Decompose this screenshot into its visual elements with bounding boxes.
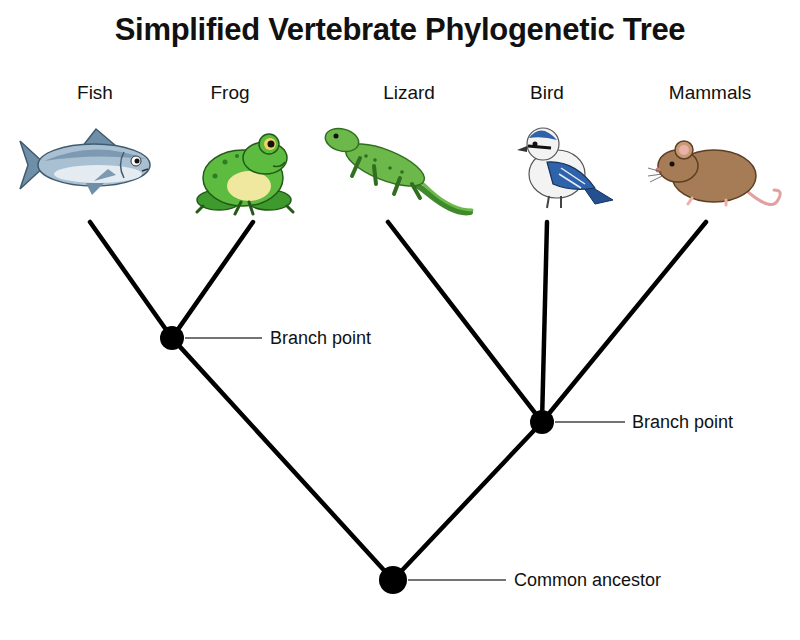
taxon-node: Bird [497, 78, 597, 222]
taxon-node: Lizard [334, 78, 484, 222]
branch-line [403, 431, 534, 570]
bird-illustration [517, 128, 613, 208]
branch-line [180, 347, 383, 570]
leader-line [555, 421, 625, 423]
frog-illustration [197, 134, 293, 214]
branch-line [550, 222, 706, 413]
taxon-node: Frog [170, 78, 290, 222]
branch-label: Branch point [270, 327, 371, 349]
branch-line [542, 222, 547, 410]
branch-line [179, 222, 253, 328]
node-dot-shape [530, 410, 554, 434]
node-dot [160, 326, 184, 350]
branch-node: Branch point [160, 326, 184, 350]
branch-node: Common ancestor [379, 566, 407, 594]
branch-line [90, 222, 165, 328]
fish-illustration [20, 129, 150, 195]
node-dot [530, 410, 554, 434]
leader-line [408, 579, 506, 581]
lizard-illustration [323, 125, 472, 212]
taxon-node: Fish [20, 78, 170, 222]
branch-node: Branch point [530, 410, 554, 434]
branch-label: Common ancestor [514, 569, 661, 591]
branch-label: Branch point [632, 411, 733, 433]
node-dot-shape [379, 566, 407, 594]
diagram-title: Simplified Vertebrate Phylogenetic Tree [0, 12, 800, 48]
taxon-node: Mammals [640, 78, 780, 222]
node-dot-shape [160, 326, 184, 350]
node-dot [379, 566, 407, 594]
taxon-name: Mammals [640, 82, 780, 104]
taxon-name: Bird [497, 82, 597, 104]
taxon-name: Fish [20, 82, 170, 104]
branch-line [388, 222, 535, 412]
taxon-name: Lizard [334, 82, 484, 104]
taxon-name: Frog [170, 82, 290, 104]
mouse-illustration [648, 141, 780, 205]
leader-line [185, 337, 262, 339]
